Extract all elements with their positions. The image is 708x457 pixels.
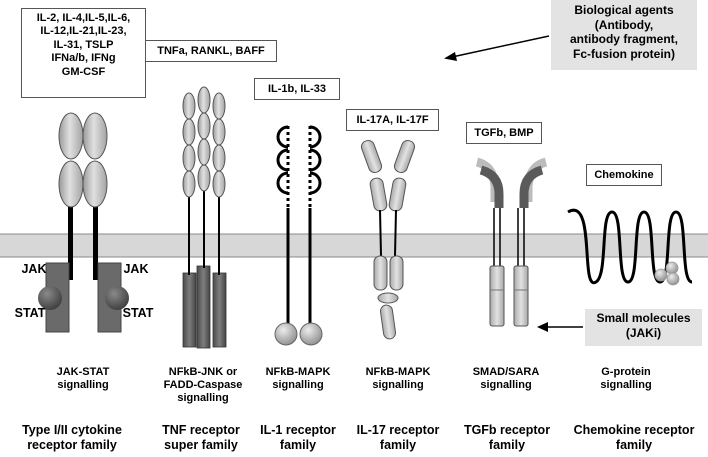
stat-left-label: STAT xyxy=(14,306,46,320)
biological-agents-box: Biological agents (Antibody, antibody fr… xyxy=(551,0,697,70)
small-molecules-box: Small molecules (JAKi) xyxy=(585,309,702,346)
small-molecules-arrow xyxy=(537,322,583,332)
ligand-box-tnf: TNFa, RANKL, BAFF xyxy=(145,40,277,62)
signalling-gprotein: G-protein signalling xyxy=(600,366,652,391)
ligand-box-tgfb: TGFb, BMP xyxy=(466,122,542,144)
jak-right-label: JAK xyxy=(123,262,149,276)
jak-right-icon xyxy=(105,286,129,310)
jak-left-icon xyxy=(38,286,62,310)
il1-receptor xyxy=(274,125,323,346)
signalling-il1: NFkB-MAPK signalling xyxy=(265,366,331,391)
family-il1: IL-1 receptor family xyxy=(260,423,336,452)
cell-membrane xyxy=(0,233,708,258)
ligand-box-il17: IL-17A, IL-17F xyxy=(346,109,439,131)
chemokine-receptor xyxy=(567,208,693,286)
ligand-box-chemokine: Chemokine xyxy=(586,164,662,186)
ligand-box-il1: IL-1b, IL-33 xyxy=(254,78,340,100)
tnf-receptor xyxy=(182,86,227,349)
family-tgfb: TGFb receptor family xyxy=(463,423,551,452)
signalling-jakstat: JAK-STAT signalling xyxy=(56,366,110,391)
family-type-cytokine: Type I/II cytokine receptor family xyxy=(22,423,122,452)
type-cytokine-receptor xyxy=(38,112,129,333)
tgfb-receptor xyxy=(475,157,548,327)
signalling-tnf: NFkB-JNK or FADD-Caspase signalling xyxy=(163,366,243,404)
family-il17: IL-17 receptor family xyxy=(356,423,440,452)
ligand-box-type-cytokine: IL-2, IL-4,IL-5,IL-6, IL-12,IL-21,IL-23,… xyxy=(21,8,146,98)
jak-left-label: JAK xyxy=(21,262,47,276)
signalling-il17: NFkB-MAPK signalling xyxy=(365,366,431,391)
biological-agents-arrow xyxy=(444,35,550,61)
il17-receptor xyxy=(360,139,416,340)
signalling-tgfb: SMAD/SARA signalling xyxy=(472,366,540,391)
family-chemokine: Chemokine receptor family xyxy=(573,423,695,452)
stat-right-label: STAT xyxy=(122,306,154,320)
family-tnf: TNF receptor super family xyxy=(162,423,240,452)
